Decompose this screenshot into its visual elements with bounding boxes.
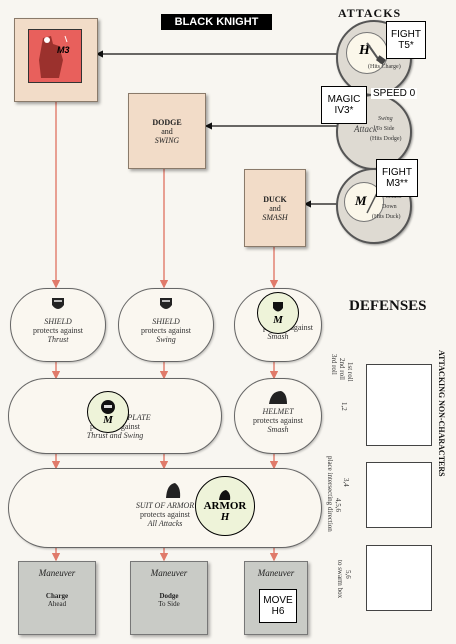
- duck-smash-box: DUCK and SMASH: [244, 169, 306, 247]
- move-counter[interactable]: MOVE H6: [259, 589, 297, 623]
- defense-sub: protects against: [253, 416, 303, 425]
- attack-desc-smash: Smash: [386, 194, 402, 200]
- side-label-34: 3,4: [342, 478, 350, 487]
- maneuver-line1: Dodge: [159, 592, 179, 600]
- armor-icon: [166, 483, 181, 498]
- maneuver-heading: Maneuver: [150, 568, 188, 578]
- defense-sub: protects against: [141, 326, 191, 335]
- shield-icon: [52, 298, 64, 309]
- armor-chit[interactable]: ARMOR H: [195, 476, 255, 536]
- maneuver-heading: Maneuver: [38, 568, 76, 578]
- defense-target: All Attacks: [147, 519, 183, 528]
- swing-label: SWING: [154, 135, 180, 145]
- side-heading: ATTACKING NON-CHARACTERS: [437, 350, 446, 477]
- attack-letter: M: [355, 193, 367, 208]
- magic-label: MAGIC: [327, 94, 361, 105]
- side-label-456: 4,5,6: [334, 498, 342, 512]
- side-label-12: 1,2: [340, 402, 348, 411]
- suit-of-armor-defense[interactable]: SUIT OF ARMOR protects against All Attac…: [8, 468, 322, 548]
- side-label-56: 5,6: [344, 570, 352, 579]
- maneuver-heading: Maneuver: [257, 568, 295, 578]
- side-label-roll1: 1st roll: [346, 362, 354, 382]
- move-label: MOVE: [263, 595, 293, 606]
- side-label-swarm: to swarm box: [336, 560, 344, 599]
- character-name-label: BLACK KNIGHT: [161, 14, 272, 30]
- maneuver-charge[interactable]: Maneuver Charge Ahead: [18, 561, 96, 635]
- attack-desc-hits-dodge: (Hits Dodge): [370, 136, 402, 142]
- helmet-icon: [101, 399, 115, 414]
- defense-target: Smash: [267, 332, 289, 341]
- chit-letter: M: [103, 413, 113, 426]
- shield-swing-defense[interactable]: SHIELD protects against Swing: [118, 288, 214, 362]
- chit-letter: H: [220, 511, 230, 523]
- maneuver-line2: Ahead: [47, 600, 67, 608]
- fight-value: M3**: [386, 178, 408, 189]
- dodge-label: DODGE: [152, 117, 182, 127]
- defense-title: HELMET: [262, 407, 294, 416]
- character-chit[interactable]: M3: [28, 29, 82, 83]
- shield-chit[interactable]: M: [257, 292, 299, 334]
- chit-label: ARMOR: [203, 500, 247, 512]
- maneuver-line2: To Side: [158, 600, 180, 608]
- defense-target: Thrust and Swing: [86, 431, 144, 440]
- attack-desc-swing: Swing: [378, 116, 393, 122]
- defenses-heading: DEFENSES: [349, 298, 427, 314]
- side-label-roll3: 3rd roll: [330, 354, 338, 375]
- shield-thrust-defense[interactable]: SHIELD protects against Thrust: [10, 288, 106, 362]
- side-label-roll2: 2nd roll: [338, 358, 346, 380]
- attack-desc-to-side: To Side: [376, 126, 395, 132]
- defense-title: SHIELD: [152, 317, 180, 326]
- defense-target: Swing: [156, 335, 176, 344]
- breastplate-chit[interactable]: M: [87, 391, 129, 433]
- shield-icon: [273, 301, 283, 311]
- side-box-2[interactable]: [366, 462, 432, 528]
- helmet-defense[interactable]: HELMET protects against Smash: [234, 378, 322, 454]
- defense-target: Smash: [267, 425, 289, 434]
- attack-word: Attack: [354, 124, 377, 134]
- side-label-place: place intersecting direction: [326, 456, 334, 532]
- side-box-3[interactable]: [366, 545, 432, 611]
- speed-label: SPEED 0: [371, 88, 418, 99]
- armor-icon: [219, 490, 231, 500]
- helmet-icon: [269, 391, 287, 404]
- attack-desc-hits-duck: (Hits Duck): [372, 214, 401, 220]
- magic-value: IV3*: [334, 105, 354, 116]
- hammer-icon: [366, 42, 386, 65]
- defense-title: SHIELD: [44, 317, 72, 326]
- fight-label: FIGHT: [391, 29, 421, 40]
- attacks-heading: ATTACKS: [338, 6, 402, 20]
- and-label: and: [269, 203, 281, 213]
- fight-counter-1[interactable]: FIGHT T5*: [386, 21, 426, 59]
- knight-silhouette-icon: [39, 35, 68, 78]
- attack-desc-hits-charge: (Hits Charge): [368, 64, 401, 70]
- fight-counter-2[interactable]: FIGHT M3**: [376, 159, 418, 197]
- magic-counter[interactable]: MAGIC IV3*: [321, 86, 367, 124]
- smash-label: SMASH: [262, 212, 288, 222]
- attack-desc-down: Down: [382, 204, 397, 210]
- chit-letter: M: [273, 313, 283, 326]
- move-value: H6: [271, 606, 285, 617]
- dodge-swing-box: DODGE and SWING: [128, 93, 206, 169]
- attack-letter: H: [359, 43, 370, 58]
- character-chit-label: M3: [57, 45, 70, 55]
- fight-label: FIGHT: [382, 167, 412, 178]
- defense-target: Thrust: [47, 335, 69, 344]
- defense-title: SUIT OF ARMOR: [135, 501, 195, 510]
- defense-sub: protects against: [140, 510, 190, 519]
- side-box-1[interactable]: [366, 364, 432, 446]
- defense-sub: protects against: [33, 326, 83, 335]
- maneuver-line1: Charge: [45, 592, 69, 600]
- duck-label: DUCK: [263, 194, 287, 204]
- fight-value: T5*: [398, 40, 414, 51]
- attack-chit: H: [346, 32, 388, 74]
- shield-icon: [160, 298, 172, 309]
- and-label: and: [161, 126, 173, 136]
- maneuver-dodge[interactable]: Maneuver Dodge To Side: [130, 561, 208, 635]
- sword-icon: [366, 192, 378, 214]
